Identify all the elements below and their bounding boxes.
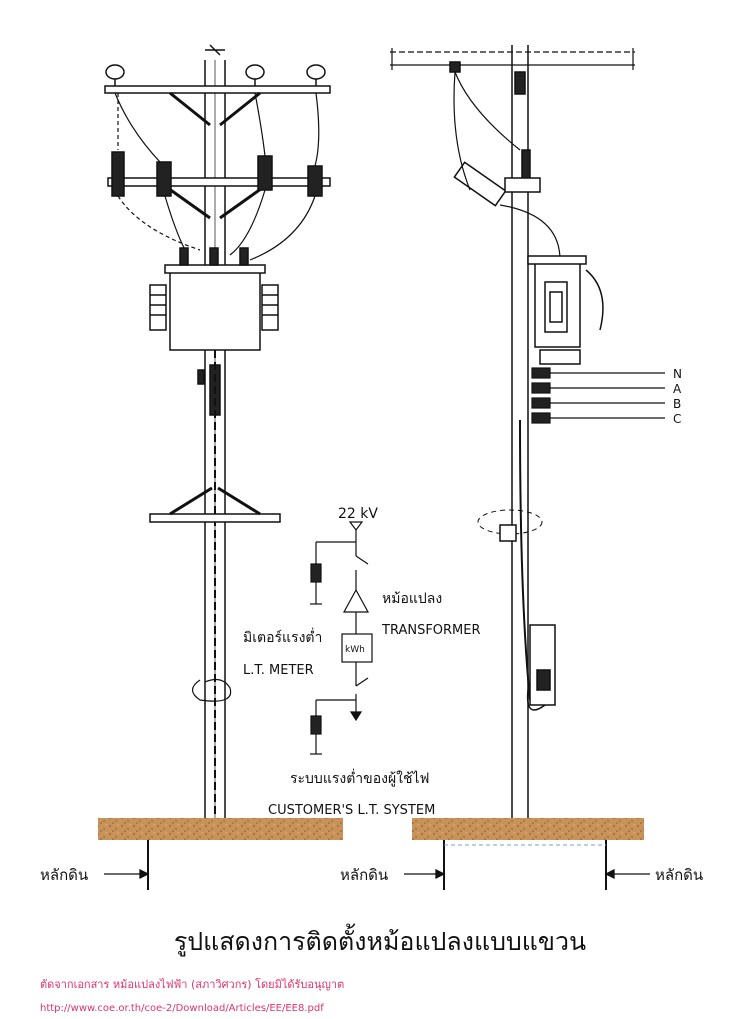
transformer-label-th: หม้อแปลง bbox=[382, 591, 442, 607]
secondary-leads bbox=[531, 367, 665, 424]
caption-title: รูปแสดงการติดตั้งหม้อแปลงแบบแขวน bbox=[174, 923, 586, 957]
top-crossarm bbox=[104, 85, 331, 127]
side-cutout bbox=[453, 149, 541, 207]
meter-label-th: มิเตอร์แรงต่ำ bbox=[243, 628, 322, 646]
side-view-pole-assembly bbox=[390, 45, 665, 820]
secondary-bushings bbox=[197, 364, 221, 416]
ground-rods bbox=[147, 840, 607, 890]
side-transformer bbox=[527, 255, 604, 365]
system-label-th: ระบบแรงต่ำของผู้ใช้ไฟ bbox=[290, 769, 429, 787]
meter-box bbox=[526, 624, 556, 711]
meter-label-en: L.T. METER bbox=[243, 663, 314, 678]
top-insulators bbox=[105, 44, 326, 86]
voltage-label: 22 kV bbox=[338, 506, 378, 522]
ground-soil-left bbox=[98, 818, 343, 840]
lower-crossarm bbox=[149, 486, 281, 523]
ground-soil-right bbox=[412, 818, 644, 840]
caption-source: ตัดจากเอกสาร หม้อแปลงไฟฟ้า (สภาวิศวกร) โ… bbox=[40, 977, 344, 991]
kwh-meter-box bbox=[341, 633, 373, 663]
single-line-schematic bbox=[310, 521, 373, 755]
jumper-wires bbox=[114, 92, 320, 261]
ground-rod-label-middle: หลักดิน bbox=[340, 866, 388, 884]
ground-rod-label-right: หลักดิน bbox=[655, 866, 703, 884]
fuse-cutouts bbox=[111, 151, 323, 197]
transformer-symbol bbox=[342, 588, 370, 613]
caption-url[interactable]: http://www.coe.or.th/coe-2/Download/Arti… bbox=[40, 1003, 324, 1014]
phase-label-c: C bbox=[673, 412, 681, 426]
front-view-pole-assembly bbox=[104, 44, 331, 820]
side-insulators bbox=[449, 61, 526, 95]
ground-wire-coil bbox=[191, 678, 232, 702]
system-label-en: CUSTOMER'S L.T. SYSTEM bbox=[268, 803, 435, 818]
ground-rod-label-left: หลักดิน bbox=[40, 866, 88, 884]
phase-label-n: N bbox=[673, 367, 682, 381]
ground-rod-arrows bbox=[104, 868, 650, 880]
overhead-lines bbox=[390, 48, 635, 70]
front-transformer bbox=[149, 247, 279, 351]
cutout-crossarm bbox=[107, 177, 331, 220]
transformer-label-en: TRANSFORMER bbox=[381, 623, 481, 638]
side-jumpers bbox=[453, 71, 561, 261]
kwh-label: kWh bbox=[345, 645, 365, 655]
phase-label-b: B bbox=[673, 397, 681, 411]
phase-label-a: A bbox=[673, 382, 682, 396]
